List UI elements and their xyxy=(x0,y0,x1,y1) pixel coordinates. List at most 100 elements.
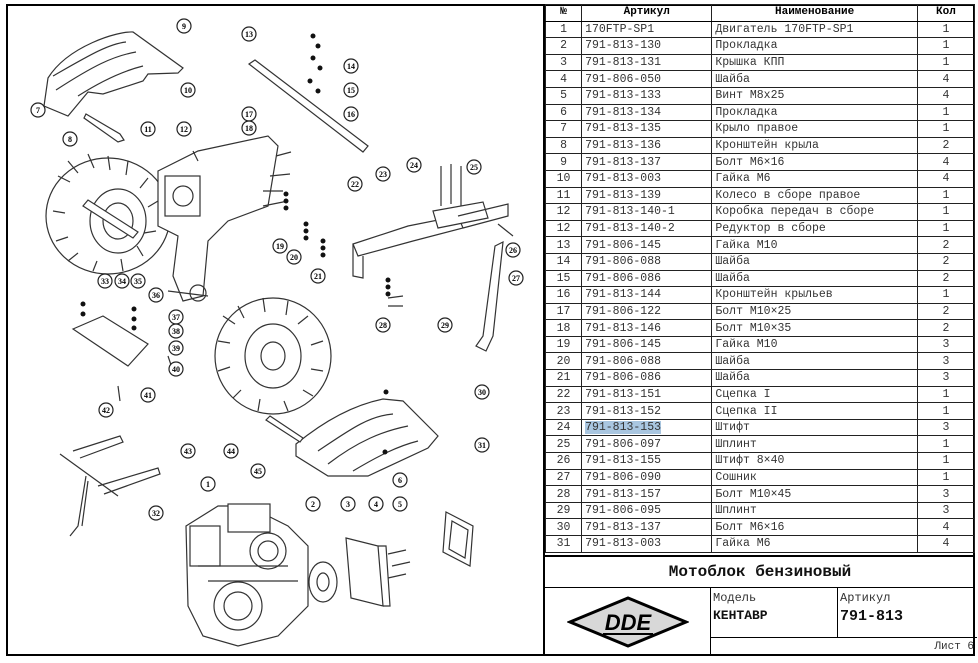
cell-name[interactable]: Двигатель 170FTP-SP1 xyxy=(711,20,918,39)
cell-qty[interactable]: 1 xyxy=(916,37,976,55)
cell-num[interactable]: 23 xyxy=(544,402,583,420)
cell-name[interactable]: Шайба xyxy=(711,369,918,387)
cell-article[interactable]: 791-813-137 xyxy=(581,153,713,171)
cell-num[interactable]: 2 xyxy=(544,37,583,55)
cell-name[interactable]: Сошник xyxy=(711,468,918,487)
cell-name[interactable]: Штифт 8×40 xyxy=(711,452,918,470)
cell-num[interactable]: 27 xyxy=(544,468,583,487)
cell-article[interactable]: 791-813-134 xyxy=(581,103,713,122)
cell-qty[interactable]: 1 xyxy=(916,53,976,72)
cell-name[interactable]: Гайка М6 xyxy=(711,169,918,188)
cell-qty[interactable]: 4 xyxy=(916,535,976,553)
cell-article[interactable]: 791-813-003 xyxy=(581,535,713,553)
cell-article[interactable]: 791-813-133 xyxy=(581,86,713,105)
cell-article[interactable]: 791-806-086 xyxy=(581,269,713,288)
cell-name[interactable]: Крыло правое xyxy=(711,120,918,138)
cell-num[interactable]: 25 xyxy=(544,435,583,454)
selected-text[interactable]: 791-813-153 xyxy=(585,421,661,435)
cell-article[interactable]: 791-813-140-2 xyxy=(581,219,713,238)
cell-name[interactable]: Прокладка xyxy=(711,103,918,122)
cell-article[interactable]: 791-813-157 xyxy=(581,485,713,503)
cell-name[interactable]: Сцепка II xyxy=(711,402,918,420)
cell-article[interactable]: 791-806-088 xyxy=(581,252,713,271)
cell-qty[interactable]: 1 xyxy=(916,20,976,39)
cell-num[interactable]: 31 xyxy=(544,535,583,553)
cell-name[interactable]: Шплинт xyxy=(711,501,918,520)
cell-name[interactable]: Шайба xyxy=(711,269,918,288)
cell-article[interactable]: 791-813-140-1 xyxy=(581,203,713,221)
cell-num[interactable]: 3 xyxy=(544,53,583,72)
cell-name[interactable]: Коробка передач в сборе xyxy=(711,203,918,221)
cell-article[interactable]: 791-813-139 xyxy=(581,186,713,205)
cell-name[interactable]: Шплинт xyxy=(711,435,918,454)
cell-qty[interactable]: 2 xyxy=(916,269,976,288)
cell-num[interactable]: 21 xyxy=(544,369,583,387)
cell-name[interactable]: Шайба xyxy=(711,70,918,88)
cell-article[interactable]: 791-813-155 xyxy=(581,452,713,470)
cell-num[interactable]: 28 xyxy=(544,485,583,503)
cell-name[interactable]: Редуктор в сборе xyxy=(711,219,918,238)
cell-num[interactable]: 18 xyxy=(544,319,583,337)
cell-qty[interactable]: 2 xyxy=(916,252,976,271)
cell-article[interactable]: 791-806-050 xyxy=(581,70,713,88)
cell-qty[interactable]: 4 xyxy=(916,153,976,171)
cell-num[interactable]: 17 xyxy=(544,302,583,321)
cell-qty[interactable]: 1 xyxy=(916,186,976,205)
cell-num[interactable]: 16 xyxy=(544,286,583,304)
cell-name[interactable]: Болт М6×16 xyxy=(711,153,918,171)
cell-name[interactable]: Гайка М10 xyxy=(711,236,918,254)
cell-qty[interactable]: 4 xyxy=(916,70,976,88)
cell-num[interactable]: 26 xyxy=(544,452,583,470)
cell-article[interactable]: 791-806-145 xyxy=(581,236,713,254)
cell-article[interactable]: 791-806-122 xyxy=(581,302,713,321)
cell-qty[interactable]: 1 xyxy=(916,203,976,221)
cell-num[interactable]: 12 xyxy=(544,219,583,238)
cell-name[interactable]: Болт М10×25 xyxy=(711,302,918,321)
cell-name[interactable]: Болт М6×16 xyxy=(711,518,918,536)
cell-num[interactable]: 30 xyxy=(544,518,583,536)
cell-num[interactable]: 6 xyxy=(544,103,583,122)
cell-num[interactable]: 10 xyxy=(544,169,583,188)
cell-qty[interactable]: 1 xyxy=(916,385,976,404)
cell-qty[interactable]: 2 xyxy=(916,236,976,254)
cell-article[interactable]: 791-813-136 xyxy=(581,136,713,155)
cell-name[interactable]: Гайка М6 xyxy=(711,535,918,553)
cell-article[interactable]: 791-813-131 xyxy=(581,53,713,72)
cell-qty[interactable]: 1 xyxy=(916,402,976,420)
cell-num[interactable]: 8 xyxy=(544,136,583,155)
cell-name[interactable]: Шайба xyxy=(711,252,918,271)
cell-name[interactable]: Шайба xyxy=(711,352,918,371)
cell-num[interactable]: 24 xyxy=(544,418,583,437)
cell-num[interactable]: 22 xyxy=(544,385,583,404)
cell-num[interactable]: 20 xyxy=(544,352,583,371)
cell-qty[interactable]: 1 xyxy=(916,452,976,470)
cell-qty[interactable]: 3 xyxy=(916,485,976,503)
cell-qty[interactable]: 4 xyxy=(916,86,976,105)
cell-article[interactable]: 791-813-137 xyxy=(581,518,713,536)
cell-article[interactable]: 791-813-003 xyxy=(581,169,713,188)
cell-qty[interactable]: 1 xyxy=(916,468,976,487)
cell-qty[interactable]: 2 xyxy=(916,136,976,155)
cell-qty[interactable]: 3 xyxy=(916,369,976,387)
cell-qty[interactable]: 2 xyxy=(916,302,976,321)
cell-num[interactable]: 11 xyxy=(544,186,583,205)
cell-num[interactable]: 29 xyxy=(544,501,583,520)
cell-name[interactable]: Болт М10×35 xyxy=(711,319,918,337)
cell-qty[interactable]: 3 xyxy=(916,352,976,371)
cell-article[interactable]: 791-813-151 xyxy=(581,385,713,404)
cell-name[interactable]: Болт М10×45 xyxy=(711,485,918,503)
cell-num[interactable]: 15 xyxy=(544,269,583,288)
cell-name[interactable]: Прокладка xyxy=(711,37,918,55)
cell-article[interactable]: 791-806-088 xyxy=(581,352,713,371)
cell-article[interactable]: 791-813-152 xyxy=(581,402,713,420)
cell-name[interactable]: Винт М8х25 xyxy=(711,86,918,105)
cell-article[interactable]: 791-806-086 xyxy=(581,369,713,387)
cell-qty[interactable]: 3 xyxy=(916,418,976,437)
cell-qty[interactable]: 1 xyxy=(916,219,976,238)
cell-qty[interactable]: 3 xyxy=(916,335,976,354)
cell-qty[interactable]: 4 xyxy=(916,518,976,536)
cell-num[interactable]: 12 xyxy=(544,203,583,221)
cell-num[interactable]: 4 xyxy=(544,70,583,88)
cell-article[interactable]: 170FTP-SP1 xyxy=(581,20,713,39)
cell-num[interactable]: 14 xyxy=(544,252,583,271)
